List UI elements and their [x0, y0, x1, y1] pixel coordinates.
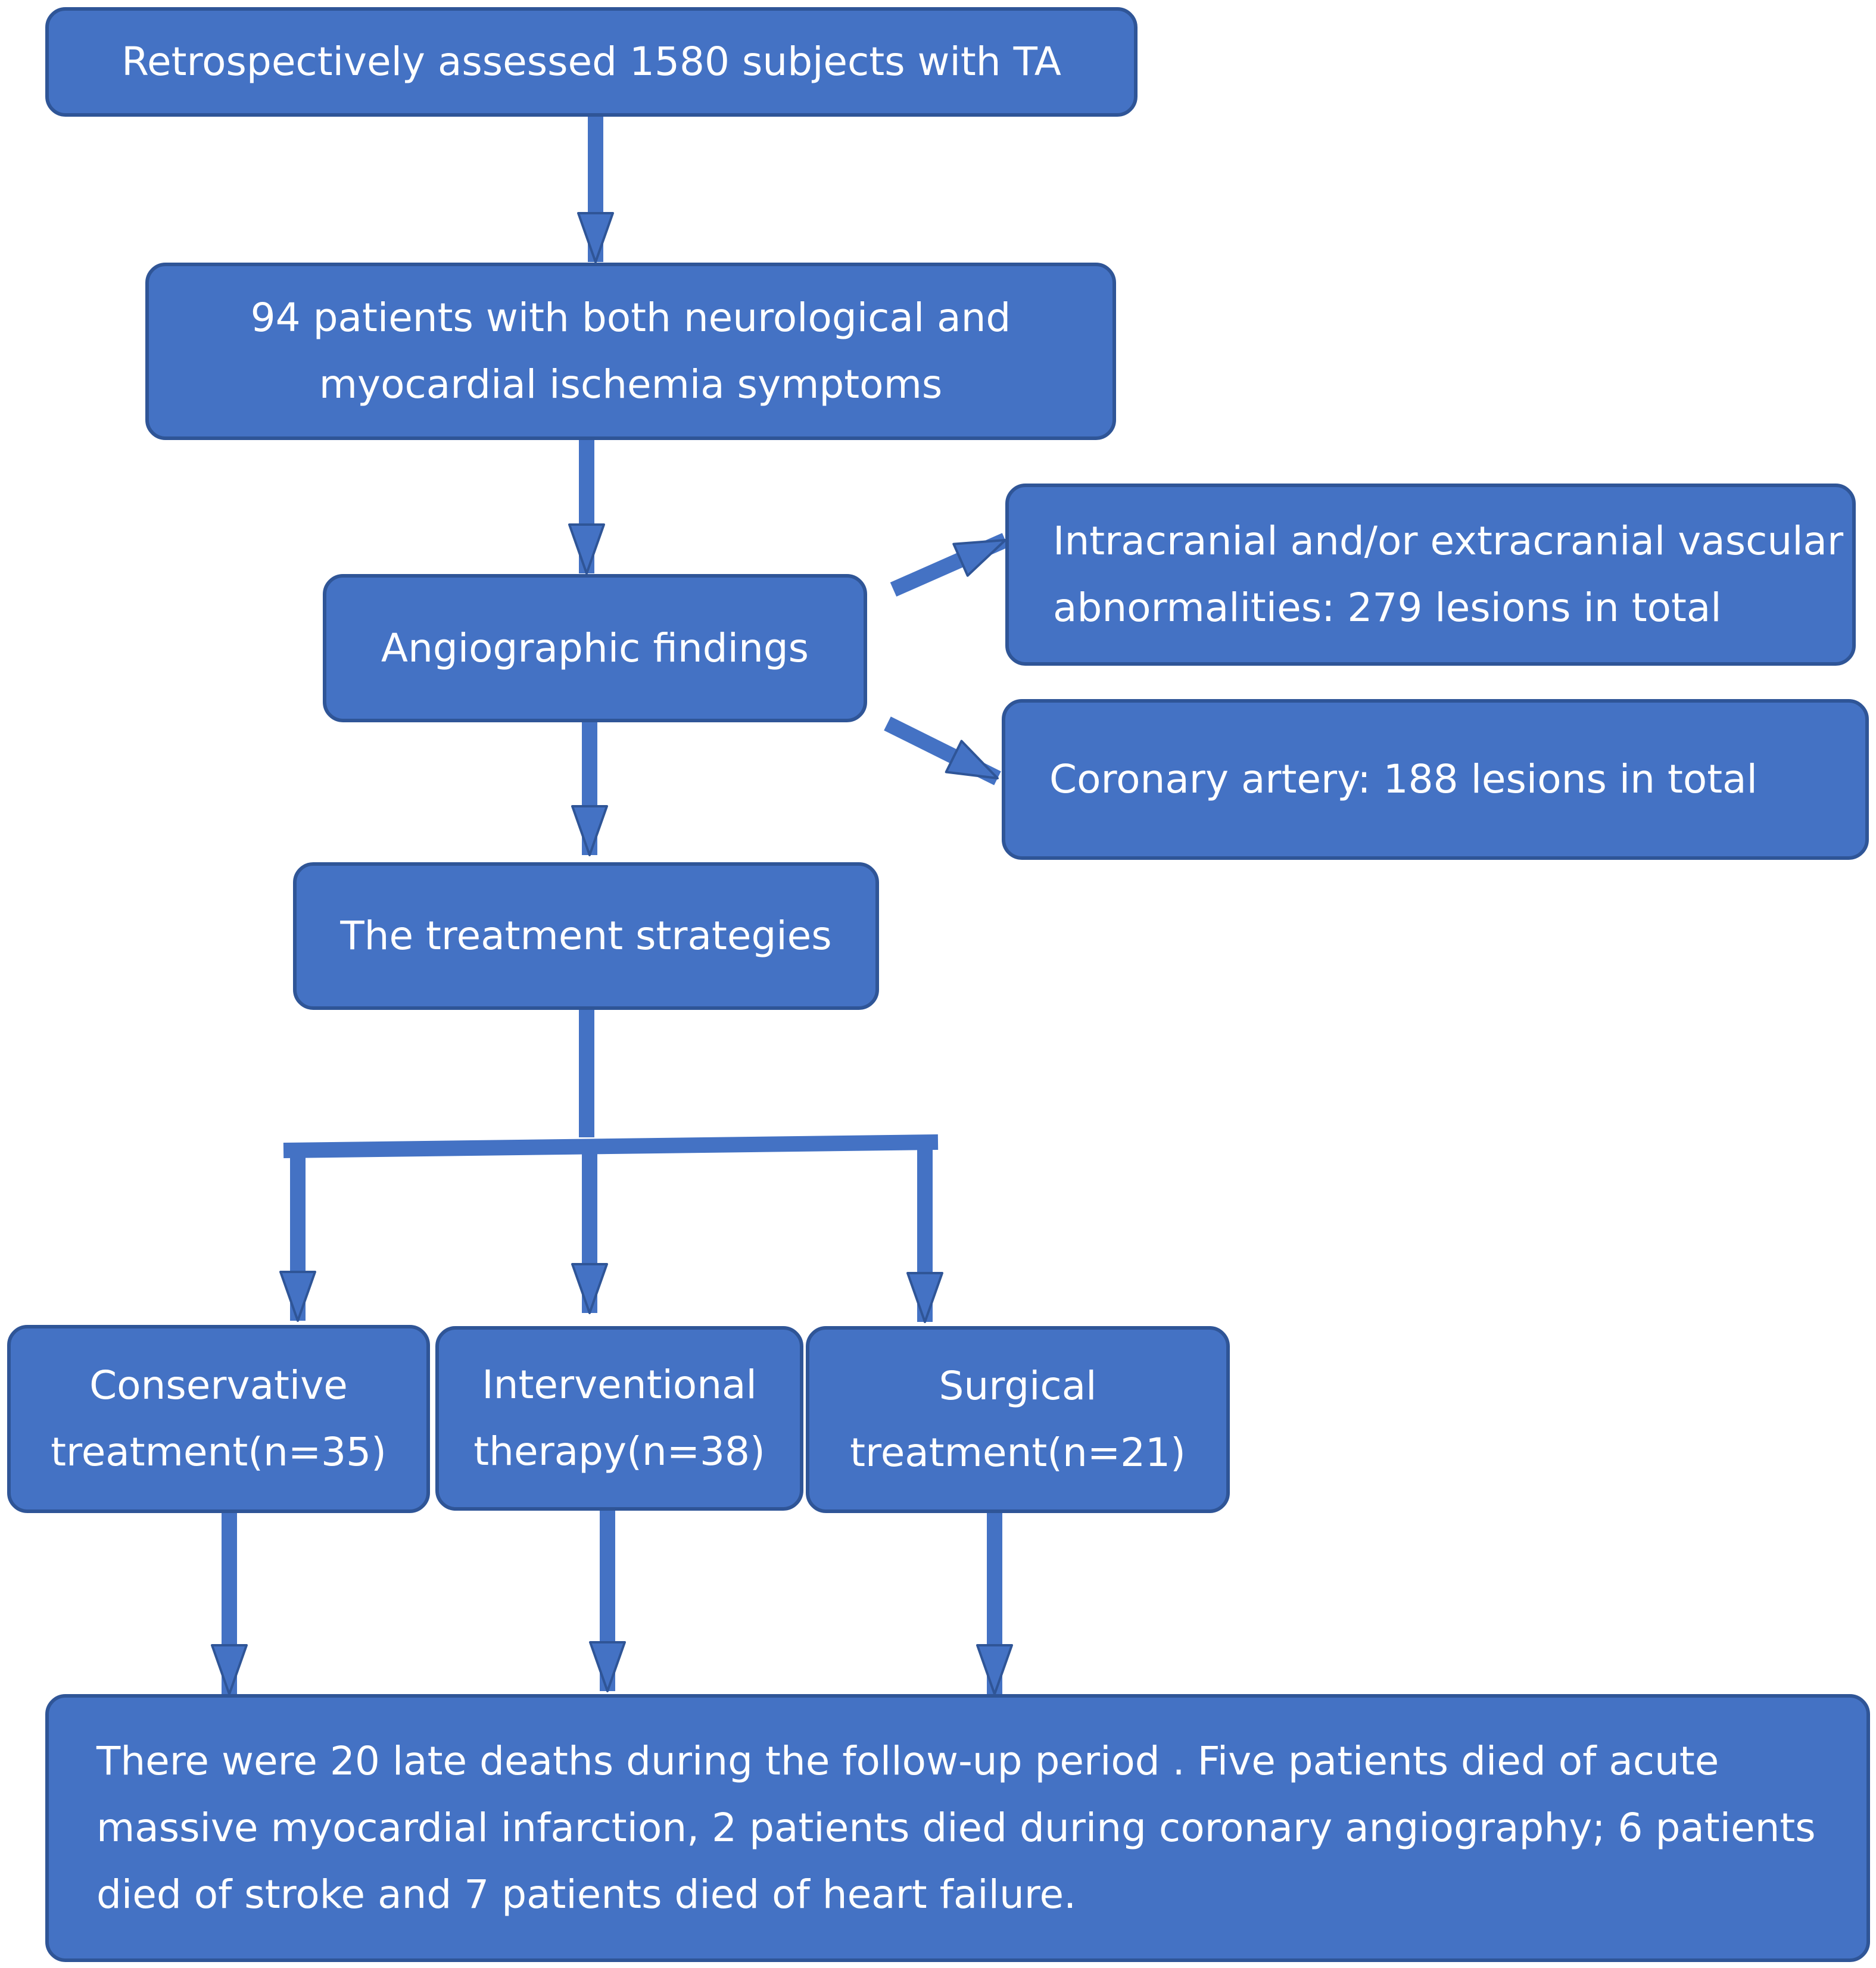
arrow-angiography-to-coronary — [884, 716, 1001, 785]
treatment-box: The treatment strategies — [293, 862, 879, 1010]
interventional-box: Interventional therapy(n=38) — [435, 1326, 803, 1511]
conservative-box: Conservative treatment(n=35) — [7, 1325, 430, 1513]
angiography-text: Angiographic findings — [381, 625, 809, 671]
outcome-box: There were 20 late deaths during the fol… — [45, 1694, 1870, 1962]
symptoms-text: 94 patients with both neurological and m… — [250, 295, 1011, 407]
treatment-branch-bar — [283, 1134, 939, 1158]
coronary-lesions-text: Coronary artery: 188 lesions in total — [1049, 756, 1757, 802]
surgical-box: Surgical treatment(n=21) — [806, 1326, 1230, 1513]
screening-box: Retrospectively assessed 1580 subjects w… — [45, 7, 1138, 117]
coronary-lesions-box: Coronary artery: 188 lesions in total — [1002, 699, 1869, 860]
interventional-text: Interventional therapy(n=38) — [473, 1362, 765, 1474]
angiography-box: Angiographic findings — [323, 574, 867, 722]
conservative-text: Conservative treatment(n=35) — [51, 1362, 387, 1475]
screening-text: Retrospectively assessed 1580 subjects w… — [121, 39, 1061, 85]
outcome-text: There were 20 late deaths during the fol… — [96, 1738, 1816, 1917]
vascular-lesions-text: Intracranial and/or extracranial vascula… — [1053, 518, 1844, 631]
surgical-text: Surgical treatment(n=21) — [850, 1363, 1186, 1476]
symptoms-box: 94 patients with both neurological and m… — [145, 263, 1116, 440]
arrow-angiography-to-vascular — [890, 533, 1009, 597]
vascular-lesions-box: Intracranial and/or extracranial vascula… — [1005, 484, 1856, 666]
treatment-text: The treatment strategies — [340, 913, 832, 959]
